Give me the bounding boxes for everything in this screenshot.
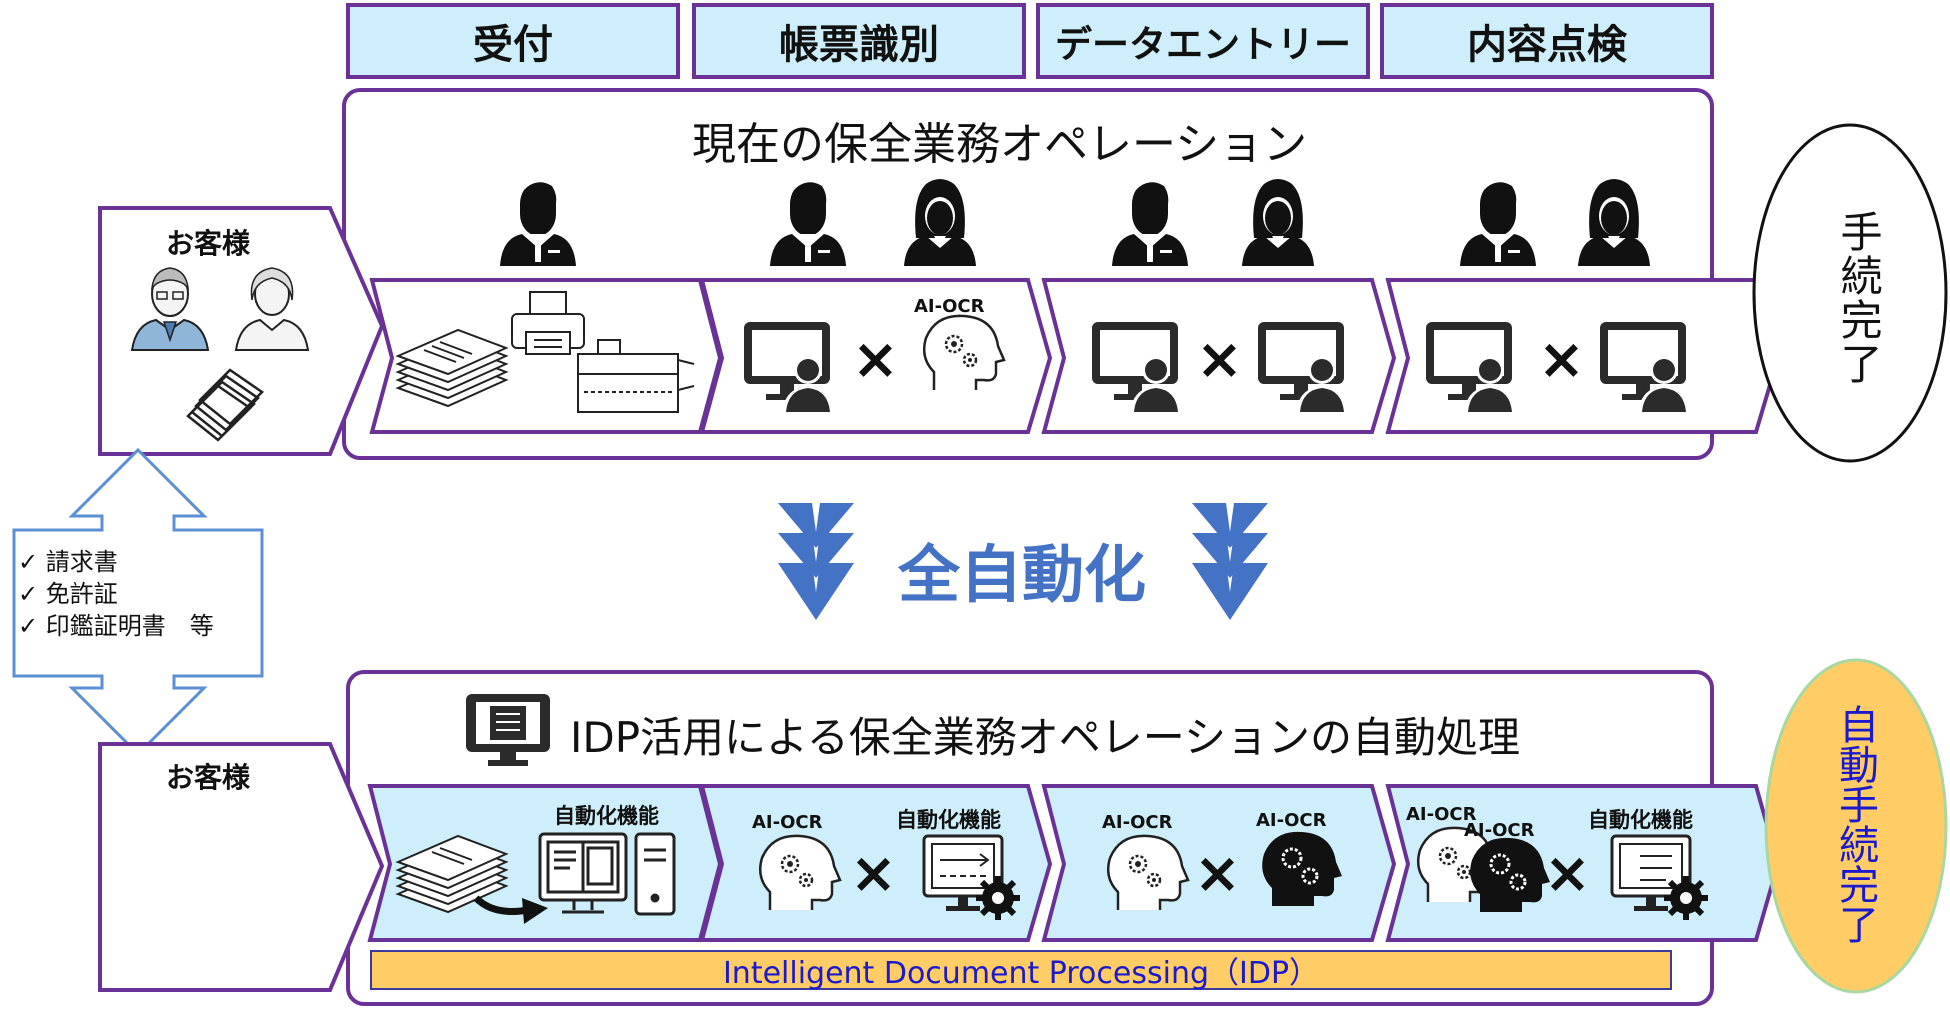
times-icon: × [1196, 327, 1243, 392]
chevron-down-icon [778, 503, 854, 620]
document-scanner-icon [538, 832, 628, 914]
arrow-icon [473, 895, 529, 915]
procedure-complete-label: 手続完了 [1834, 210, 1883, 386]
phase-content-check: 内容点検 [1380, 3, 1714, 79]
auto-complete-ellipse [1764, 658, 1948, 994]
document-item: ✓ 免許証 [18, 580, 118, 608]
auto-complete-label: 自動手続完了 [1832, 704, 1878, 944]
phase-data-entry: データエントリー [1036, 3, 1370, 79]
procedure-complete-ellipse [1752, 123, 1948, 463]
idp-operation-title: IDP活用による保全業務オペレーションの自動処理 [570, 713, 1520, 762]
ai-ocr-label: AI-OCR [914, 296, 985, 317]
customer-box-bottom [98, 742, 385, 992]
printer-icon [511, 291, 585, 355]
copier-icon [577, 339, 695, 413]
ai-ocr-label: AI-OCR [1102, 812, 1173, 833]
computer-tower-icon [634, 832, 676, 916]
phase-form-identification: 帳票識別 [692, 3, 1026, 79]
arrow-icon [522, 898, 548, 924]
ai-ocr-label: AI-OCR [1406, 804, 1477, 825]
checklist-icon [1640, 855, 1672, 881]
auto-function-label: 自動化機能 [554, 804, 659, 828]
document-list: ✓ 請求書 ✓ 免許証 ✓ 印鑑証明書 等 [18, 546, 214, 642]
arrow-right-icon [940, 853, 990, 877]
monitor-document-icon [466, 694, 550, 766]
idp-bar: Intelligent Document Processing（IDP） [370, 950, 1672, 991]
paper-stack-icon [395, 834, 509, 914]
current-operation-title: 現在の保全業務オペレーション [692, 119, 1308, 170]
times-icon: × [850, 841, 897, 906]
document-item: ✓ 請求書 [18, 548, 118, 576]
customer-label-bottom: お客様 [166, 761, 251, 794]
customer-label-top: お客様 [166, 227, 251, 260]
times-icon: × [1544, 841, 1591, 906]
ai-ocr-label: AI-OCR [752, 812, 823, 833]
ai-ocr-label: AI-OCR [1256, 810, 1327, 831]
automation-label: 全自動化 [898, 538, 1147, 611]
document-item: ✓ 印鑑証明書 等 [18, 612, 214, 640]
times-icon: × [1538, 327, 1585, 392]
ai-ocr-label: AI-OCR [1464, 820, 1535, 841]
times-icon: × [1194, 841, 1241, 906]
times-icon: × [852, 327, 899, 392]
phase-reception: 受付 [346, 3, 680, 79]
paper-stack-icon [395, 328, 509, 408]
auto-function-label: 自動化機能 [1588, 808, 1693, 832]
chevron-down-icon [1192, 503, 1268, 620]
auto-function-label: 自動化機能 [896, 808, 1001, 832]
